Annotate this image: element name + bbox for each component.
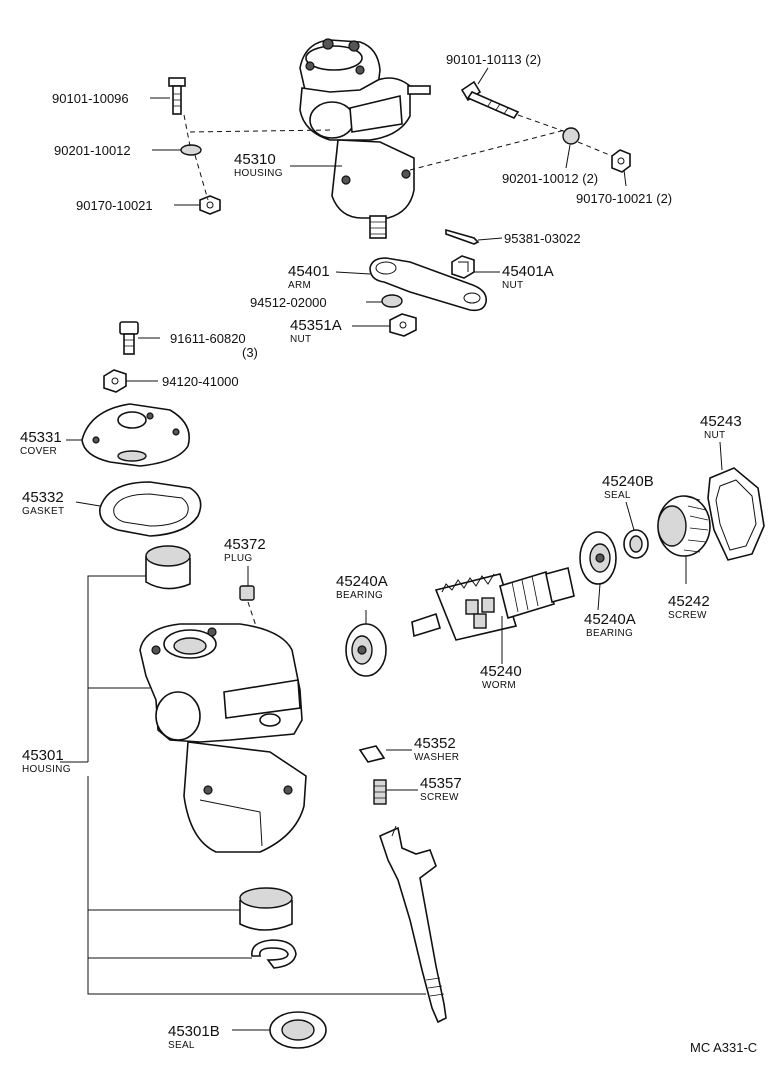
gasket-45332 [99,481,202,537]
label-90201-10012-left: 90201-10012 [54,143,131,158]
name-45310: HOUSING [234,168,283,179]
label-45332: 45332 [22,489,64,506]
label-45357: 45357 [420,775,462,792]
name-45240A-left: BEARING [336,590,383,601]
label-45240B: 45240B [602,473,654,490]
name-45352: WASHER [414,752,459,763]
bolt-91611-60820 [119,321,139,355]
label-45240A-left: 45240A [336,573,388,590]
reference-code: MC A331-C [690,1040,757,1055]
housing-45301 [139,623,307,853]
bushing-upper [145,545,191,590]
screw-45357 [373,779,387,805]
name-45401: ARM [288,280,311,291]
qty-91611-60820: (3) [242,345,258,360]
plug-45372 [239,585,255,601]
label-45243: 45243 [700,413,742,430]
washer-94512-02000 [381,294,403,308]
label-95381-03022: 95381-03022 [504,231,581,246]
nut-90170-10021-left [199,195,221,215]
washer-45352 [358,745,386,763]
name-45351A: NUT [290,334,311,345]
label-45240: 45240 [480,663,522,680]
snap-ring [251,939,297,969]
nut-45401A [451,255,475,279]
sector-shaft [379,825,447,1024]
name-45357: SCREW [420,792,459,803]
bushing-lower [239,887,293,931]
label-91611-60820: 91611-60820 [170,331,246,346]
label-45310: 45310 [234,151,276,168]
label-45301: 45301 [22,747,64,764]
adjusting-screw-45242 [657,495,711,557]
label-90170-10021-right: 90170-10021 (2) [576,191,672,206]
housing-assembly-45310 [299,38,431,239]
bolt-90101-10096 [168,77,186,115]
seal-45301B [269,1011,327,1049]
label-45401A: 45401A [502,263,554,280]
bearing-45240A-left [345,623,387,677]
nut-94120-41000 [103,369,127,393]
label-90201-10012-right: 90201-10012 (2) [502,171,598,186]
cover-45331 [81,403,190,467]
label-90101-10113: 90101-10113 (2) [446,52,541,67]
name-45242: SCREW [668,610,707,621]
label-45331: 45331 [20,429,62,446]
label-45240A-right: 45240A [584,611,636,628]
washer-90201-10012-left [180,144,202,156]
name-45372: PLUG [224,553,252,564]
name-45240: WORM [482,680,516,691]
washer-90201-10012-right [562,127,580,145]
name-45401A: NUT [502,280,523,291]
worm-45240 [411,567,575,641]
nut-45351A [389,313,417,337]
pitman-arm-45401 [369,257,487,312]
name-45332: GASKET [22,506,64,517]
label-45401: 45401 [288,263,330,280]
cotter-pin-95381-03022 [445,228,480,245]
bearing-45240A-right [579,531,617,585]
name-45331: COVER [20,446,57,457]
seal-45240B [623,529,649,559]
name-45240A-right: BEARING [586,628,633,639]
label-90101-10096: 90101-10096 [52,91,129,106]
label-94512-02000: 94512-02000 [250,295,327,310]
nut-90170-10021-right [611,149,631,173]
label-45351A: 45351A [290,317,342,334]
name-45240B: SEAL [604,490,631,501]
leader-lines [60,67,723,1031]
label-45352: 45352 [414,735,456,752]
label-90170-10021-left: 90170-10021 [76,198,153,213]
part-labels: 90101-10096 90201-10012 90170-10021 9010… [20,52,757,1055]
lock-nut-45243 [707,467,765,561]
label-45301B: 45301B [168,1023,220,1040]
name-45301B: SEAL [168,1040,195,1051]
bolt-90101-10113 [460,80,520,120]
name-45243: NUT [704,430,725,441]
label-45242: 45242 [668,593,710,610]
label-45372: 45372 [224,536,266,553]
label-94120-41000: 94120-41000 [162,374,239,389]
name-45301: HOUSING [22,764,71,775]
